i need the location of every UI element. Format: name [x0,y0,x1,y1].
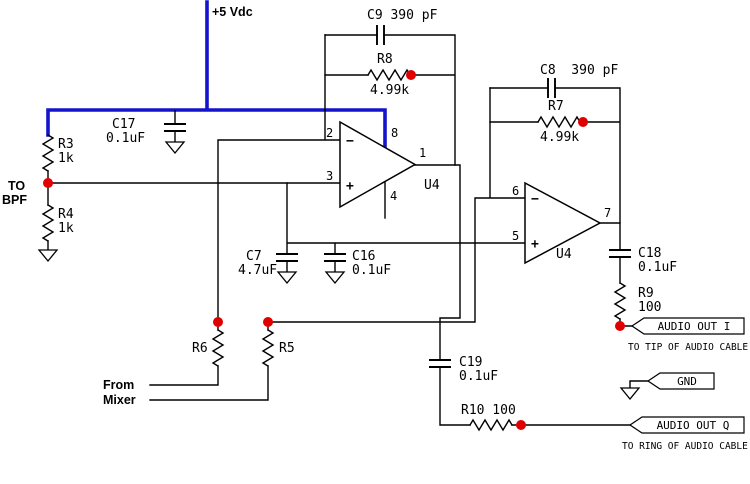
r6-ref: R6 [192,341,208,356]
r5-ref: R5 [279,341,295,356]
capacitor-c8 [547,78,556,98]
test-point-r6 [213,317,223,327]
resistor-r8 [367,68,411,82]
ground-symbol-gnd-tag [619,387,641,401]
test-point-r7 [578,117,588,127]
ground-symbol-r4 [37,249,59,263]
r3-ref: R3 [58,137,74,152]
audio-out-i-tag-label: AUDIO OUT I [658,320,731,333]
c8-label: C8 390 pF [540,63,618,78]
audio-out-i-tag [630,317,745,335]
r7-ref: R7 [548,99,564,114]
opamp2-ref: U4 [556,247,572,262]
opamp1-minus-sign: − [346,134,354,149]
audio-out-i-wire [599,222,633,327]
c16-ref: C16 [352,249,375,264]
r7-value: 4.99k [540,130,579,145]
r10-label: R10 100 [461,403,516,418]
opamp1-pin-vcc: 8 [391,126,398,140]
bias-divider-wire [47,170,341,251]
c7-value: 4.7uF [238,263,277,278]
opamp1-pin-out: 1 [419,146,426,160]
test-point-r8 [406,70,416,80]
c9-label: C9 390 pF [367,8,438,23]
gnd-tag-label: GND [677,375,697,388]
r9-ref: R9 [638,286,654,301]
audio-out-q-tag [628,416,745,434]
resistor-r6 [211,329,225,367]
test-point-out-q [516,420,526,430]
c19-value: 0.1uF [459,369,498,384]
test-point-r5 [263,317,273,327]
power-label: +5 Vdc [212,5,253,19]
resistor-r9 [613,282,627,320]
mixer-input-wire [149,365,269,401]
audio-out-q-tag-label: AUDIO OUT Q [657,419,730,432]
resistor-r7 [537,115,581,129]
c16-value: 0.1uF [352,263,391,278]
r4-ref: R4 [58,207,74,222]
ground-symbol-c16 [324,271,346,285]
opamp1-plus-sign: + [346,179,354,194]
ground-symbol-c7 [276,271,298,285]
opamp2-pin-noninv: 5 [512,229,519,243]
c17-ref: C17 [112,117,135,132]
from-mixer-label-line2: Mixer [103,393,136,407]
opamp2-pin-out: 7 [604,206,611,220]
r8-ref: R8 [377,52,393,67]
opamp1-pin-inv: 2 [326,126,333,140]
r9-value: 100 [638,300,661,315]
gnd-tag-wire [629,380,649,389]
r4-value: 1k [58,221,74,236]
power-rail-wire [46,0,387,150]
capacitor-c17 [164,123,186,132]
c18-ref: C18 [638,246,661,261]
opamp1-pin-vee: 4 [390,189,397,203]
capacitor-c18 [609,249,631,258]
c19-ref: C19 [459,355,482,370]
gnd-tag [646,372,715,390]
resistor-r3 [41,134,55,172]
opamp2-feedback-wire [489,87,621,251]
capacitor-c7 [276,253,298,262]
opamp2-pin-inv: 6 [512,184,519,198]
c7-ref: C7 [246,249,262,264]
opamp2-minus-sign: − [531,192,539,207]
opamp2-plus-sign: + [531,237,539,252]
resistor-r4 [41,204,55,242]
r8-value: 4.99k [370,83,409,98]
capacitor-c16 [324,253,346,262]
opamp1-output-wire [414,164,461,361]
bias-node-wire [286,182,526,273]
opamp1-ref: U4 [424,178,440,193]
capacitor-c19 [429,359,451,368]
opamp1-inverting-input-wire [217,34,341,331]
opamp2-body [524,181,602,265]
c18-value: 0.1uF [638,260,677,275]
ground-symbol-c17 [164,141,186,155]
r3-value: 1k [58,151,74,166]
test-point-out-i [615,321,625,331]
c17-value: 0.1uF [106,131,145,146]
capacitor-c9 [376,25,385,45]
opamp1-pin-noninv: 3 [326,169,333,183]
resistor-r5 [261,329,275,367]
audio-out-q-note: TO RING OF AUDIO CABLE [622,441,748,452]
to-bpf-label-line2: BPF [2,193,27,207]
resistor-r10 [469,418,513,432]
audio-out-q-wire [439,366,633,426]
to-bpf-label-line1: TO [8,179,25,193]
audio-out-i-note: TO TIP OF AUDIO CABLE [628,342,748,353]
test-point-bpf [43,178,53,188]
from-mixer-label-line1: From [103,378,134,392]
opamp1-body [339,120,417,209]
opamp2-inverting-input-wire [267,87,526,331]
opamp1-feedback-wire [324,34,456,166]
